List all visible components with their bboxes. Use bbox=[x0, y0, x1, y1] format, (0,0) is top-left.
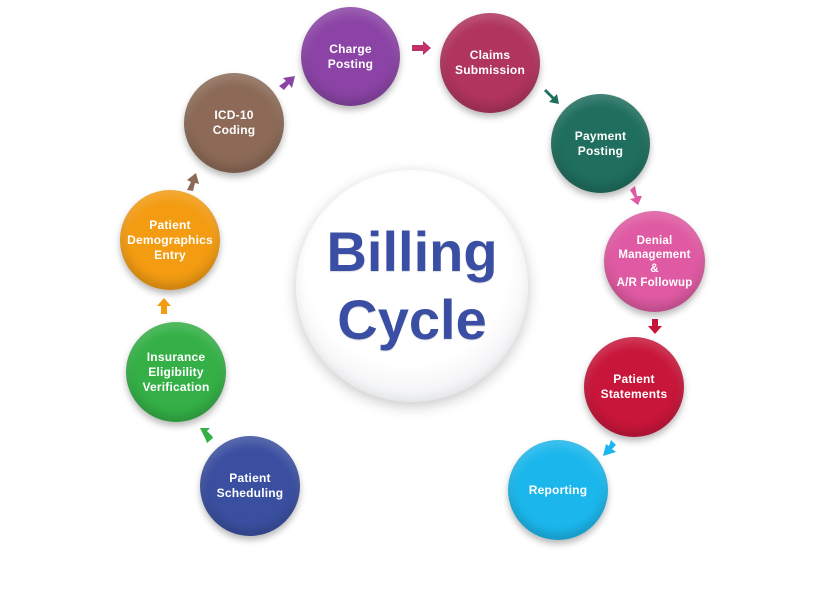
step-patient-statements: Patient Statements bbox=[584, 337, 684, 437]
arrow-charge-to-claims bbox=[412, 41, 431, 55]
step-charge-posting: Charge Posting bbox=[301, 7, 400, 106]
arrow-icd-to-charge bbox=[279, 76, 295, 90]
step-insurance-eligibility-verification: Insurance Eligibility Verification bbox=[126, 322, 226, 422]
step-reporting: Reporting bbox=[508, 440, 608, 540]
arrow-demographics-to-icd bbox=[187, 173, 199, 191]
center-title-line1: Billing bbox=[326, 220, 498, 283]
step-payment-posting: Payment Posting bbox=[551, 94, 650, 193]
arrow-claims-to-payment bbox=[544, 89, 559, 104]
billing-cycle-center: Billing Cycle bbox=[296, 170, 528, 402]
step-patient-demographics-entry: Patient Demographics Entry bbox=[120, 190, 220, 290]
step-icd-10-coding: ICD-10 Coding bbox=[184, 73, 284, 173]
arrow-payment-to-denial bbox=[630, 186, 642, 205]
step-claims-submission: Claims Submission bbox=[440, 13, 540, 113]
step-patient-scheduling: Patient Scheduling bbox=[200, 436, 300, 536]
arrow-scheduling-to-eligibility bbox=[200, 428, 213, 443]
arrow-eligibility-to-demographics bbox=[157, 298, 171, 314]
center-title-line2: Cycle bbox=[337, 288, 487, 351]
arrow-denial-to-statements bbox=[648, 319, 662, 334]
step-denial-management: Denial Management & A/R Followup bbox=[604, 211, 705, 312]
arrow-statements-to-reporting bbox=[603, 440, 616, 456]
